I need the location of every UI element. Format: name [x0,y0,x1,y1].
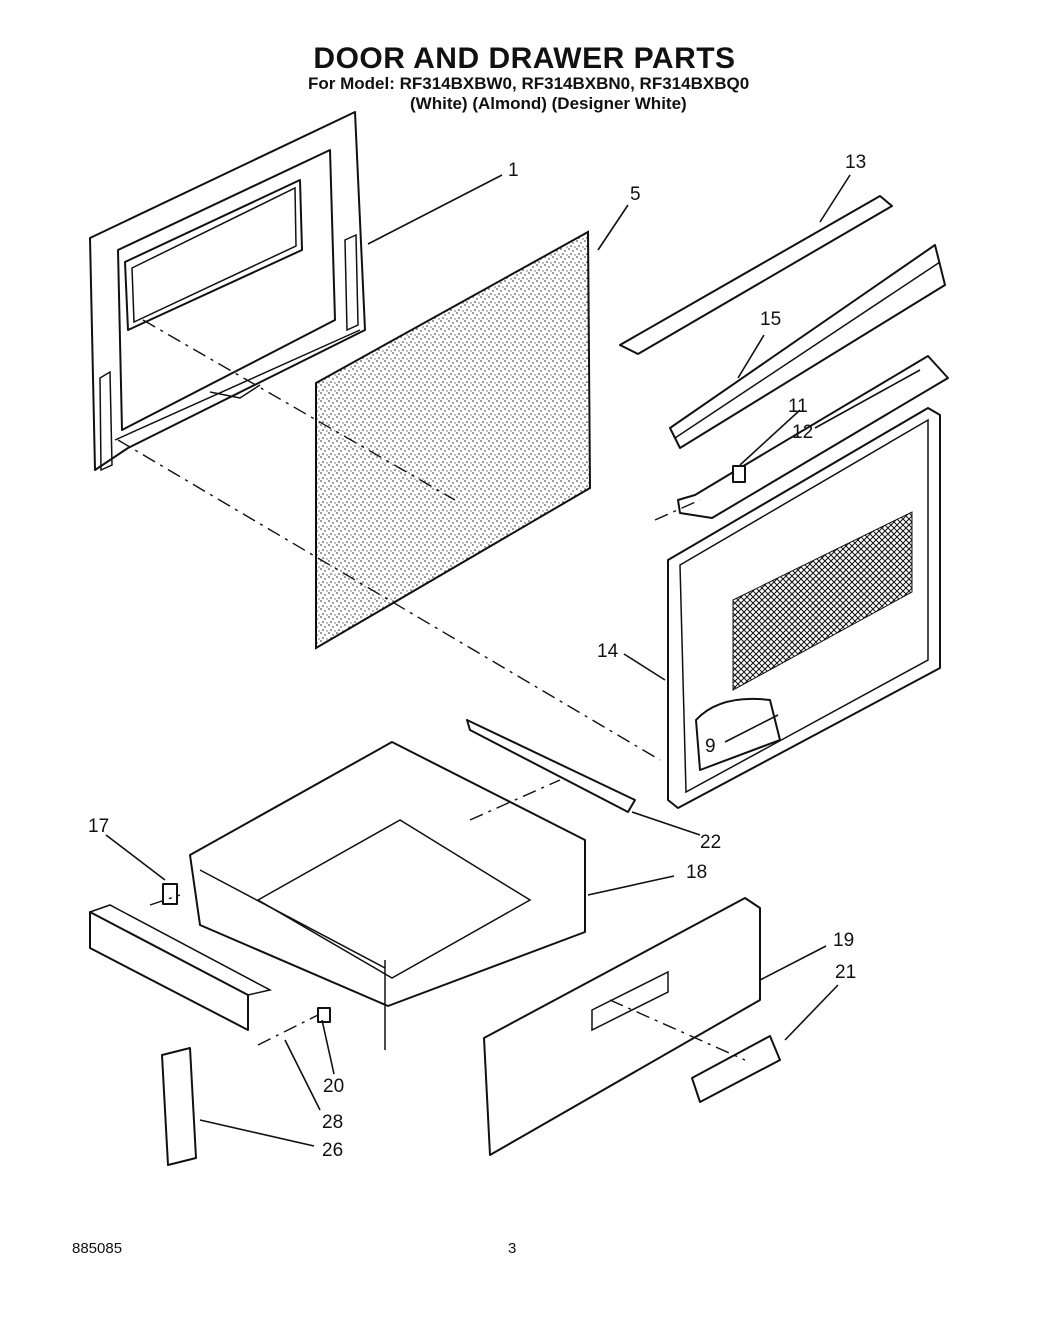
drawer-front-part-19 [483,897,761,1156]
callout-22: 22 [700,832,721,853]
callout-12: 12 [792,422,813,443]
color-line: (White) (Almond) (Designer White) [410,94,687,113]
model-line: For Model: RF314BXBW0, RF314BXBN0, RF314… [308,74,750,93]
guide-part-17 [162,883,178,905]
callout-1: 1 [508,160,519,181]
clip-part-20 [317,1007,331,1023]
callout-11: 11 [788,396,808,417]
leader-lines [105,174,921,1147]
page-number: 3 [508,1240,517,1257]
callout-19: 19 [833,930,854,951]
label-part-9 [695,697,781,771]
trim-part-13 [619,195,893,355]
assembly-lines [117,319,746,1061]
callout-14: 14 [597,641,619,662]
callout-18: 18 [686,862,707,883]
callout-5: 5 [630,184,641,205]
handle-part-21 [691,1035,781,1103]
side-rail-part-28 [89,904,273,1031]
callout-15: 15 [760,309,781,330]
callout-9: 9 [705,736,716,757]
door-frame-part-1 [89,111,366,472]
callout-13: 13 [845,152,866,173]
callout-20: 20 [323,1076,344,1097]
callout-28: 28 [322,1112,343,1133]
channel-part-15 [669,244,946,449]
callout-21: 21 [835,962,856,983]
document-number: 885085 [72,1240,123,1257]
callout-17: 17 [88,816,109,837]
clip-part-11 [732,465,746,483]
drawer-body-part-18 [189,741,586,1050]
page-title: DOOR AND DRAWER PARTS [313,42,736,75]
callout-26: 26 [322,1140,343,1161]
end-cap-part-26 [161,1047,197,1166]
rail-part-22 [466,719,636,813]
insulation-part-5 [315,230,592,650]
